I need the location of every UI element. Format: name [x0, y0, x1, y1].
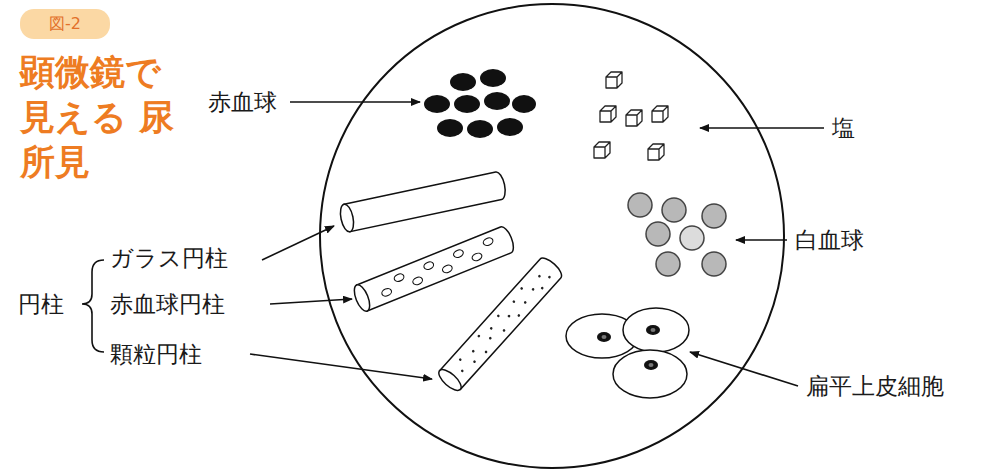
squamous-cells — [566, 308, 689, 398]
cast-brace — [82, 260, 104, 352]
hyaline-cast — [338, 171, 507, 233]
microscope-field — [320, 4, 784, 468]
cast-label: 顆粒円柱 — [110, 340, 202, 368]
cell-label: 扁平上皮細胞 — [806, 372, 944, 400]
cast-label: 赤血球円柱 — [110, 290, 225, 318]
cell-label: 白血球 — [795, 226, 864, 254]
figure-title: 顕微鏡で 見える 尿所見 — [20, 50, 185, 185]
red-blood-cells — [424, 69, 536, 138]
leader-lines — [250, 102, 824, 386]
badge-text: 図-2 — [49, 14, 81, 34]
red-cell-cast — [351, 225, 516, 314]
figure-badge: 図-2 — [20, 9, 110, 39]
group-label: 円柱 — [18, 290, 64, 318]
cast-label: ガラス円柱 — [110, 244, 228, 272]
salt-crystals — [594, 72, 668, 160]
white-blood-cells — [628, 193, 726, 276]
cell-label: 塩 — [832, 114, 855, 142]
granular-cast — [436, 255, 565, 394]
cell-label: 赤血球 — [208, 88, 277, 116]
